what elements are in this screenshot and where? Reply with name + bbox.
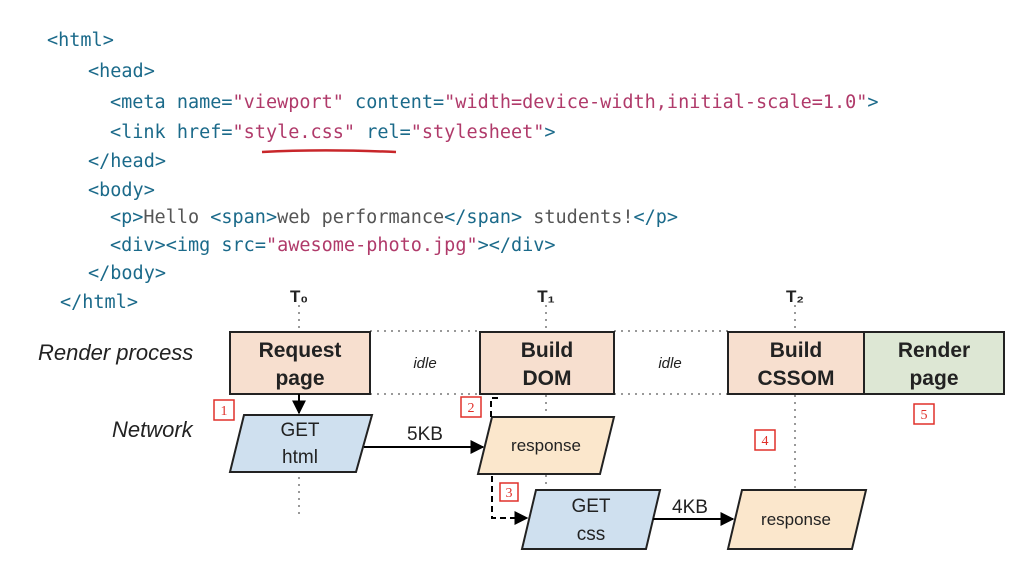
network-label: Network: [112, 417, 194, 442]
t2-label: T₂: [786, 287, 804, 306]
marker-2-label: 2: [468, 401, 475, 416]
build-dom-label: Build: [521, 339, 574, 362]
response-css-label: response: [761, 510, 831, 529]
get-css-shape: [520, 489, 662, 550]
code-token: href=: [176, 122, 233, 143]
code-token: </html>: [60, 292, 138, 313]
size-html-label: 5KB: [407, 424, 443, 445]
code-token: students!: [522, 207, 634, 228]
get-css-label: GET: [571, 496, 610, 517]
code-line: <meta name="viewport" content="width=dev…: [110, 92, 879, 113]
dashed-connector-3: [491, 476, 529, 525]
code-line: <body>: [88, 180, 155, 201]
code-token: <span>: [210, 207, 278, 228]
code-token: <meta: [110, 92, 177, 113]
code-token: </div>: [488, 235, 556, 256]
render-page-label: page: [909, 367, 958, 390]
code-token: <body>: [88, 180, 155, 201]
dashed-connector-2: [490, 397, 498, 417]
code-token: <img: [165, 235, 222, 256]
code-token: <head>: [88, 61, 155, 82]
code-token: "awesome-photo.jpg": [265, 235, 478, 256]
code-line: </body>: [88, 263, 166, 284]
build-dom-box: [479, 331, 615, 395]
response-html-shape: [476, 416, 616, 475]
code-token: </body>: [88, 263, 166, 284]
request-page-label: page: [275, 367, 324, 390]
code-token: "viewport": [232, 92, 344, 113]
code-token: >: [867, 92, 879, 113]
build-dom-label: DOM: [523, 367, 572, 390]
idle-region-2: [614, 330, 729, 395]
marker-3-label: 3: [506, 486, 513, 501]
code-line: <div><img src="awesome-photo.jpg"></div>: [110, 235, 556, 256]
get-html-label: html: [282, 447, 318, 468]
response-html-label: response: [511, 436, 581, 455]
code-token: "width=device-width,initial-scale=1.0": [444, 92, 868, 113]
code-token: <link: [110, 122, 177, 143]
code-token: </p>: [633, 207, 679, 228]
code-line: <p>Hello <span>web performance</span> st…: [110, 207, 678, 228]
t0-label: T₀: [290, 287, 308, 306]
code-token: name=: [176, 92, 233, 113]
t1-label: T₁: [537, 287, 554, 306]
code-token: "stylesheet": [410, 122, 545, 143]
code-token: src=: [221, 235, 266, 256]
code-token: <html>: [47, 30, 114, 51]
idle-label: idle: [413, 355, 436, 372]
marker-1-label: 1: [221, 404, 228, 419]
size-css-label: 4KB: [672, 497, 708, 518]
request-page-label: Request: [259, 339, 342, 362]
marker-4-label: 4: [762, 434, 769, 449]
code-line: </html>: [60, 292, 138, 313]
build-cssom-label: CSSOM: [757, 367, 834, 390]
get-html-shape: [228, 414, 374, 473]
code-token: Hello: [143, 207, 211, 228]
render-page-label: Render: [898, 339, 970, 362]
get-css-label: css: [577, 524, 606, 545]
marker-2: 2: [460, 396, 482, 418]
code-token: >: [477, 235, 489, 256]
code-token: web performance: [277, 207, 445, 228]
code-token: "style.css": [232, 122, 356, 143]
code-token: <p>: [110, 207, 144, 228]
build-cssom-label: Build: [770, 339, 823, 362]
marker-3: 3: [499, 482, 519, 502]
code-token: content=: [343, 92, 445, 113]
code-line: <link href="style.css" rel="stylesheet">: [110, 122, 556, 143]
idle-label: idle: [658, 355, 681, 372]
underline-mark: [261, 149, 397, 154]
render-process-label: Render process: [38, 340, 193, 365]
marker-4: 4: [754, 429, 776, 451]
code-token: <div>: [110, 235, 166, 256]
code-token: </head>: [88, 151, 166, 172]
build-cssom-box: [727, 331, 865, 395]
code-token: </span>: [444, 207, 523, 228]
marker-1: 1: [213, 399, 235, 421]
marker-5-label: 5: [921, 408, 928, 423]
idle-region-1: [370, 330, 480, 395]
render-page-box: [863, 331, 1005, 395]
code-line: </head>: [88, 151, 166, 172]
get-html-label: GET: [280, 420, 319, 441]
code-line: <head>: [88, 61, 155, 82]
code-token: rel=: [355, 122, 411, 143]
code-token: >: [544, 122, 556, 143]
request-page-box: [229, 331, 371, 395]
marker-5: 5: [913, 403, 935, 425]
response-css-shape: [726, 489, 868, 550]
code-line: <html>: [47, 30, 114, 51]
